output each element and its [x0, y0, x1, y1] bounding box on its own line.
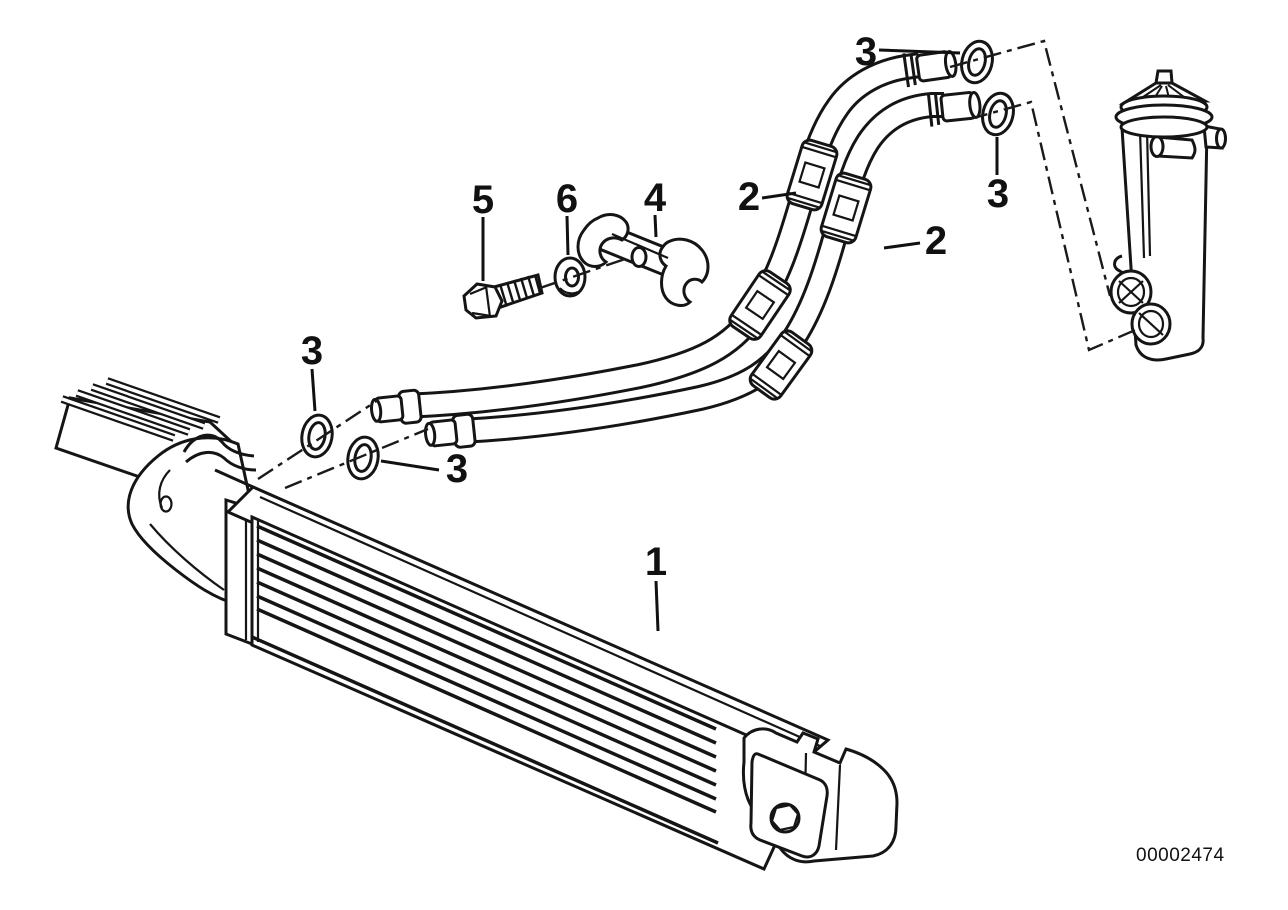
washer-shade	[559, 287, 579, 295]
hose-1-left-fitting	[369, 388, 423, 425]
hose-holder-clamp	[576, 213, 710, 307]
alignment-line-bolt	[539, 256, 629, 290]
cooler-left-end-cap	[126, 436, 254, 608]
clamp-center-hole	[630, 246, 648, 268]
callout-3-left[interactable]: 3	[301, 329, 323, 373]
hose-2-body	[459, 95, 944, 441]
alignment-line-upper	[949, 39, 1112, 297]
sealing-ring-top	[960, 39, 994, 85]
sealing-ring-left	[300, 413, 334, 459]
washer	[553, 256, 587, 298]
housing-inner-tube-line-2	[1145, 129, 1152, 257]
hose-2-left-fitting	[423, 412, 477, 449]
callout-2-left[interactable]: 2	[738, 175, 760, 219]
cooler-port-boss-lower	[185, 451, 257, 472]
oil-hose-2	[459, 92, 944, 444]
cooler-front-face	[250, 514, 814, 871]
drawing-number: 00002474	[1136, 845, 1225, 866]
callout-1[interactable]: 1	[645, 540, 667, 584]
housing-outlet-stub	[1202, 124, 1227, 150]
callout-5[interactable]: 5	[472, 178, 494, 222]
clamp-left-hook	[576, 213, 630, 268]
housing-flange-ring-3	[1119, 115, 1209, 139]
callout-2-right[interactable]: 2	[925, 219, 947, 263]
callout-3-right[interactable]: 3	[987, 172, 1009, 216]
housing-inner-tube-line	[1138, 129, 1146, 259]
cooler-mounting-prongs	[60, 377, 221, 442]
bracket-clip-line-2	[834, 764, 842, 851]
alignment-lines	[257, 39, 1141, 490]
hex-bolt	[462, 273, 544, 320]
callout-4[interactable]: 4	[644, 176, 667, 220]
oil-filter-housing	[1109, 69, 1227, 362]
hose-2-top-fitting	[926, 91, 982, 127]
alignment-line-lower	[969, 100, 1141, 352]
oil-cooler	[54, 377, 899, 871]
alignment-line-left-2	[284, 427, 429, 490]
housing-inlet-stub	[1149, 135, 1197, 160]
hose-crimp-sleeve-2a	[819, 171, 873, 245]
callout-3-mid[interactable]: 3	[446, 447, 468, 491]
cooler-bracket-bolt	[769, 802, 801, 834]
housing-port-upper	[1109, 269, 1153, 315]
cooler-cap-contour-lower	[149, 523, 225, 591]
cooler-top-edge-extension	[214, 468, 254, 489]
housing-port-lower	[1130, 302, 1172, 346]
housing-cap	[1114, 69, 1214, 139]
alignment-line-left-1	[257, 398, 379, 481]
hose-crimp-sleeve-1b	[728, 269, 792, 341]
callout-6[interactable]: 6	[556, 177, 578, 221]
cooler-cap-hole	[159, 495, 173, 513]
leader-lines	[310, 48, 999, 632]
clamp-bar-edge	[611, 232, 669, 260]
cooler-port-boss-upper	[182, 433, 255, 458]
hose-crimp-sleeve-2b	[748, 329, 814, 401]
callout-3-top[interactable]: 3	[855, 30, 877, 74]
cooler-right-bracket	[741, 727, 899, 864]
bolt-threads	[498, 274, 542, 305]
clamp-right-hook	[658, 237, 710, 307]
bracket-bolt-hex	[770, 803, 800, 832]
sealing-ring-lower	[346, 435, 380, 481]
cooler-top-face-inner-line	[259, 495, 821, 748]
hose-crimp-sleeve-1a	[785, 138, 839, 212]
washer-inner	[564, 266, 580, 288]
cooler-fins	[251, 524, 719, 845]
